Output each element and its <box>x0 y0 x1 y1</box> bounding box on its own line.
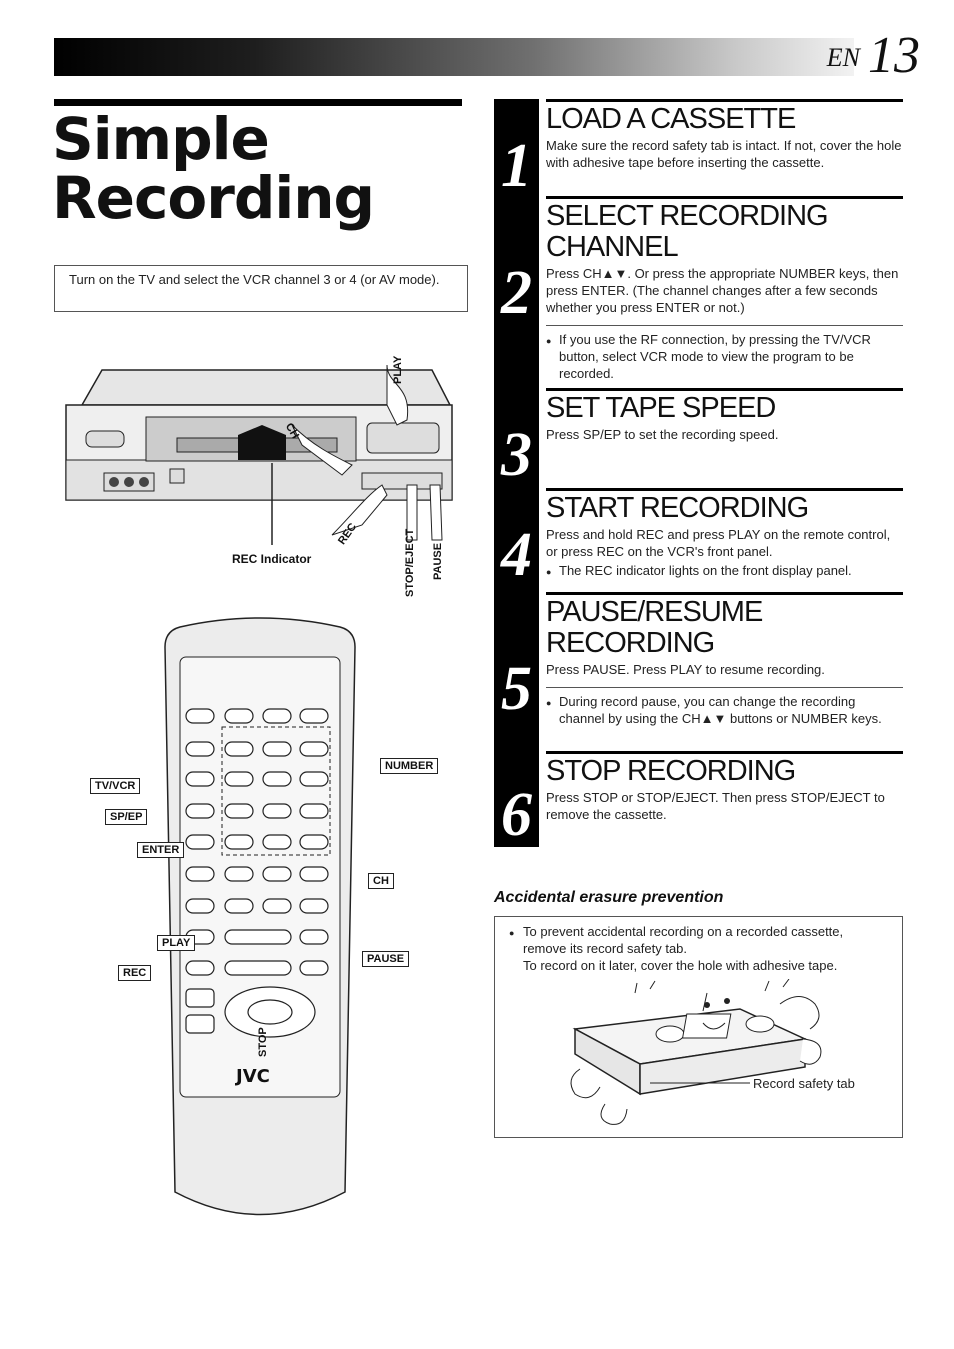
step-text: Press STOP or STOP/EJECT. Then press STO… <box>546 790 885 822</box>
page-title: Simple Recording <box>52 105 375 232</box>
remote-label-rec: REC <box>118 965 152 981</box>
step-number-1: 1 <box>501 132 532 200</box>
step-text: Press CH▲▼. Or press the appropriate NUM… <box>546 266 899 315</box>
remote-label-ch: CH <box>368 873 394 889</box>
step-text: Make sure the record safety tab is intac… <box>546 138 902 170</box>
vcr-label-pause: PAUSE <box>432 542 444 580</box>
remote-brand: JVC <box>234 1066 270 1087</box>
step-number-4: 4 <box>501 521 532 589</box>
step-note: ●If you use the RF connection, by pressi… <box>546 325 903 382</box>
step-number-3: 3 <box>501 421 532 489</box>
accidental-erasure-text: ● To prevent accidental recording on a r… <box>509 924 844 973</box>
page-title-line1: Simple <box>52 105 270 173</box>
vcr-label-rec-indicator: REC Indicator <box>232 552 312 566</box>
page-number: EN 13 <box>827 26 920 85</box>
page-number-value: 13 <box>868 27 920 84</box>
step-text: Press and hold REC and press PLAY on the… <box>546 527 891 559</box>
vcr-illustration <box>65 364 453 545</box>
step-number-6: 6 <box>501 781 532 849</box>
step-4: START RECORDING Press and hold REC and p… <box>546 488 903 581</box>
step-text: Press SP/EP to set the recording speed. <box>546 427 779 442</box>
remote-label-sp-ep: SP/EP <box>105 809 148 825</box>
remote-label-play: PLAY <box>157 935 196 951</box>
page-title-line2: Recording <box>52 164 375 232</box>
step-1: LOAD A CASSETTE Make sure the record saf… <box>546 99 903 171</box>
step-heading: STOP RECORDING <box>546 755 796 787</box>
remote-label-stop: STOP <box>257 1027 269 1057</box>
accidental-erasure-box: ● To prevent accidental recording on a r… <box>494 916 903 1138</box>
language-code: EN <box>826 43 860 72</box>
step-6: STOP RECORDING Press STOP or STOP/EJECT.… <box>546 751 903 823</box>
remote-label-pause: PAUSE <box>362 951 410 967</box>
title-rule <box>54 99 462 106</box>
step-3: SET TAPE SPEED Press SP/EP to set the re… <box>546 388 903 443</box>
remote-label-number: NUMBER <box>380 758 439 774</box>
record-safety-tab-label: Record safety tab <box>753 1076 855 1091</box>
intro-box: Turn on the TV and select the VCR channe… <box>54 265 468 312</box>
step-heading: SET TAPE SPEED <box>546 392 776 424</box>
step-heading: LOAD A CASSETTE <box>546 103 796 135</box>
remote-label-enter: ENTER <box>137 842 185 858</box>
remote-illustration: JVC <box>164 617 356 1216</box>
remote-label-tv-vcr: TV/VCR <box>90 778 141 794</box>
step-number-5: 5 <box>501 655 532 723</box>
step-note: ●The REC indicator lights on the front d… <box>546 563 852 578</box>
vcr-label-stop-eject: STOP/EJECT <box>404 528 416 597</box>
vcr-label-play: PLAY <box>392 355 404 384</box>
step-text: Press PAUSE. Press PLAY to resume record… <box>546 662 825 677</box>
step-number-column <box>494 99 539 847</box>
step-number-2: 2 <box>501 259 532 327</box>
header-bar <box>54 38 854 76</box>
step-heading: START RECORDING <box>546 492 809 524</box>
step-note: ●During record pause, you can change the… <box>546 687 903 727</box>
accidental-erasure-title: Accidental erasure prevention <box>494 889 724 906</box>
cassette-illustration <box>570 979 822 1125</box>
